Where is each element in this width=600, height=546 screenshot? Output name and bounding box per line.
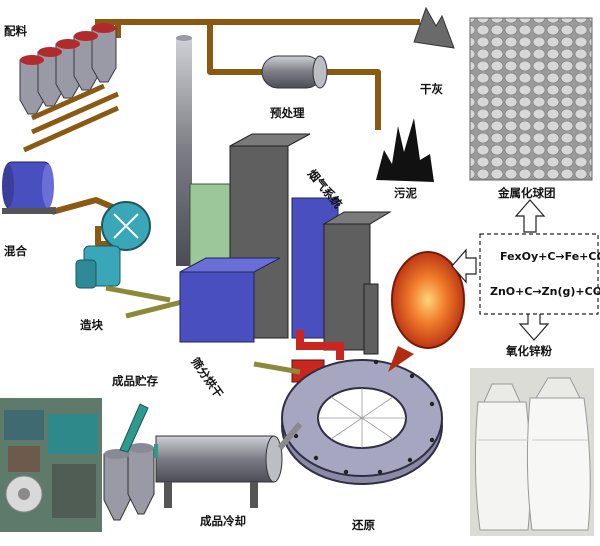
- zinc-oxide-bags-photo: [470, 368, 594, 536]
- arrow-left-to-reactions: [451, 248, 477, 284]
- hot-pellet-bubble: [388, 251, 465, 372]
- mixer-drum: [2, 161, 56, 214]
- label-mixing: 混合: [4, 244, 27, 258]
- rotary-hearth-furnace: [281, 359, 443, 485]
- pretreatment-vessel: [261, 55, 328, 89]
- chimney: [176, 35, 192, 266]
- reaction-box: [479, 233, 599, 315]
- reaction-zinc: ZnO+C→Zn(g)+CO: [490, 285, 600, 298]
- label-metallized-pellets: 金属化球团: [498, 186, 556, 200]
- label-pelletizing: 造块: [80, 318, 103, 332]
- pelletizer-conveyor: [105, 285, 191, 319]
- dryer-conveyor: [253, 361, 301, 375]
- product-cooling-drum: [155, 422, 303, 508]
- label-pretreatment: 预处理: [270, 106, 305, 120]
- label-batching: 配料: [4, 24, 27, 38]
- plant-aerial-photo: [0, 398, 102, 532]
- label-zinc-oxide-powder: 氧化锌粉: [506, 344, 552, 358]
- sludge-pile: [376, 118, 434, 182]
- screening-drying-unit: [179, 133, 311, 343]
- label-product-cooling: 成品冷却: [200, 514, 246, 528]
- label-dry-ash: 干灰: [420, 82, 443, 96]
- label-product-storage: 成品贮存: [112, 374, 158, 388]
- label-reduction: 还原: [352, 518, 375, 532]
- arrow-up-to-pellets: [514, 199, 546, 233]
- batching-hoppers: [19, 23, 120, 153]
- arrow-down-to-zno: [518, 311, 550, 341]
- product-storage-silos: [103, 403, 158, 521]
- dry-ash-pile: [413, 6, 455, 49]
- flue-gas-unit: [291, 197, 392, 355]
- reaction-iron: FexOy+C→Fe+CO: [500, 250, 600, 263]
- pelletizer: [75, 201, 151, 289]
- metallized-pellets-photo: [469, 17, 593, 181]
- label-sludge: 污泥: [394, 186, 417, 200]
